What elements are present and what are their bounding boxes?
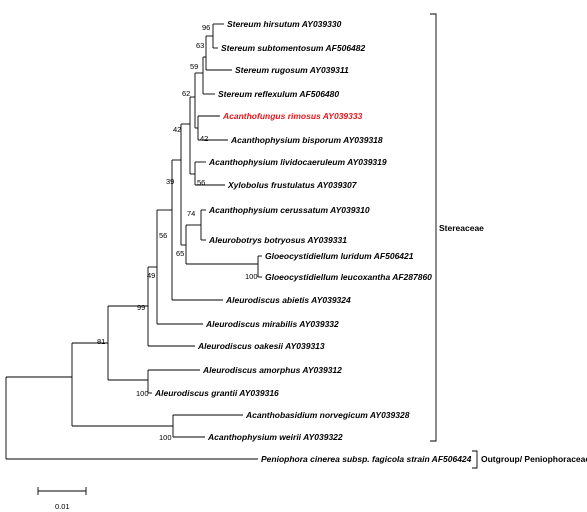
taxon-label: Aleurodiscus grantii AY039316: [154, 388, 279, 398]
ingroup-bracket: [430, 13, 437, 442]
taxon-label: Acanthophysium weirii AY039322: [207, 432, 343, 442]
taxon-label: Stereum reflexulum AF506480: [218, 89, 339, 99]
scale-bar-label: 0.01: [55, 502, 70, 511]
bootstrap-n42b: 42: [173, 125, 181, 134]
taxon-label: Stereum rugosum AY039311: [235, 65, 349, 75]
bootstrap-n62: 62: [182, 89, 190, 98]
taxon-label: Stereum subtomentosum AF506482: [221, 43, 365, 53]
taxon-label: Xylobolus frustulatus AY039307: [227, 180, 358, 190]
bootstrap-values: 96 63 59 62 42 42 56 39 74 65 100 56 49 …: [97, 23, 258, 442]
taxon-label: Aleurodiscus abietis AY039324: [225, 295, 351, 305]
bootstrap-n39: 39: [166, 177, 174, 186]
clade-brackets: Stereaceae Outgroup/ Peniophoraceae: [430, 13, 587, 469]
bootstrap-n81: 81: [97, 337, 105, 346]
bootstrap-n74: 74: [187, 209, 195, 218]
taxon-label: Acanthophysium cerussatum AY039310: [208, 205, 370, 215]
taxon-label: Acanthobasidium norvegicum AY039328: [245, 410, 410, 420]
bootstrap-n100c: 100: [159, 433, 172, 442]
scale-bar: 0.01: [37, 487, 87, 511]
bootstrap-n96: 96: [202, 23, 210, 32]
bootstrap-n99: 99: [137, 303, 145, 312]
taxon-label: Stereum hirsutum AY039330: [227, 19, 342, 29]
taxon-label: Aleurodiscus oakesii AY039313: [197, 341, 325, 351]
bootstrap-n49: 49: [147, 271, 155, 280]
ingroup-label: Stereaceae: [439, 223, 484, 233]
taxon-label: Aleurobotrys botryosus AY039331: [208, 235, 347, 245]
taxon-label: Aleurodiscus mirabilis AY039332: [205, 319, 339, 329]
outgroup-label: Outgroup/ Peniophoraceae: [481, 454, 587, 464]
bootstrap-n100b: 100: [136, 389, 149, 398]
bootstrap-n56b: 56: [159, 231, 167, 240]
bootstrap-n56a: 56: [197, 178, 205, 187]
tree-branches: [5, 23, 262, 460]
bootstrap-n65: 65: [176, 249, 184, 258]
taxon-label: Gloeocystidiellum luridum AF506421: [265, 251, 414, 261]
bootstrap-n59: 59: [190, 62, 198, 71]
taxon-label: Acanthophysium lividocaeruleum AY039319: [208, 157, 387, 167]
bootstrap-n63: 63: [196, 41, 204, 50]
taxon-label: Aleurodiscus amorphus AY039312: [202, 365, 342, 375]
taxon-label-highlighted: Acanthofungus rimosus AY039333: [222, 111, 363, 121]
bootstrap-n42a: 42: [200, 134, 208, 143]
taxon-label: Gloeocystidiellum leucoxantha AF287860: [265, 272, 432, 282]
outgroup-bracket: [472, 450, 478, 469]
taxon-label: Peniophora cinerea subsp. fagicola strai…: [261, 454, 472, 464]
taxon-label: Acanthophysium bisporum AY039318: [230, 135, 383, 145]
bootstrap-n100a: 100: [245, 272, 258, 281]
taxon-labels: Stereum hirsutum AY039330 Stereum subtom…: [154, 19, 472, 464]
